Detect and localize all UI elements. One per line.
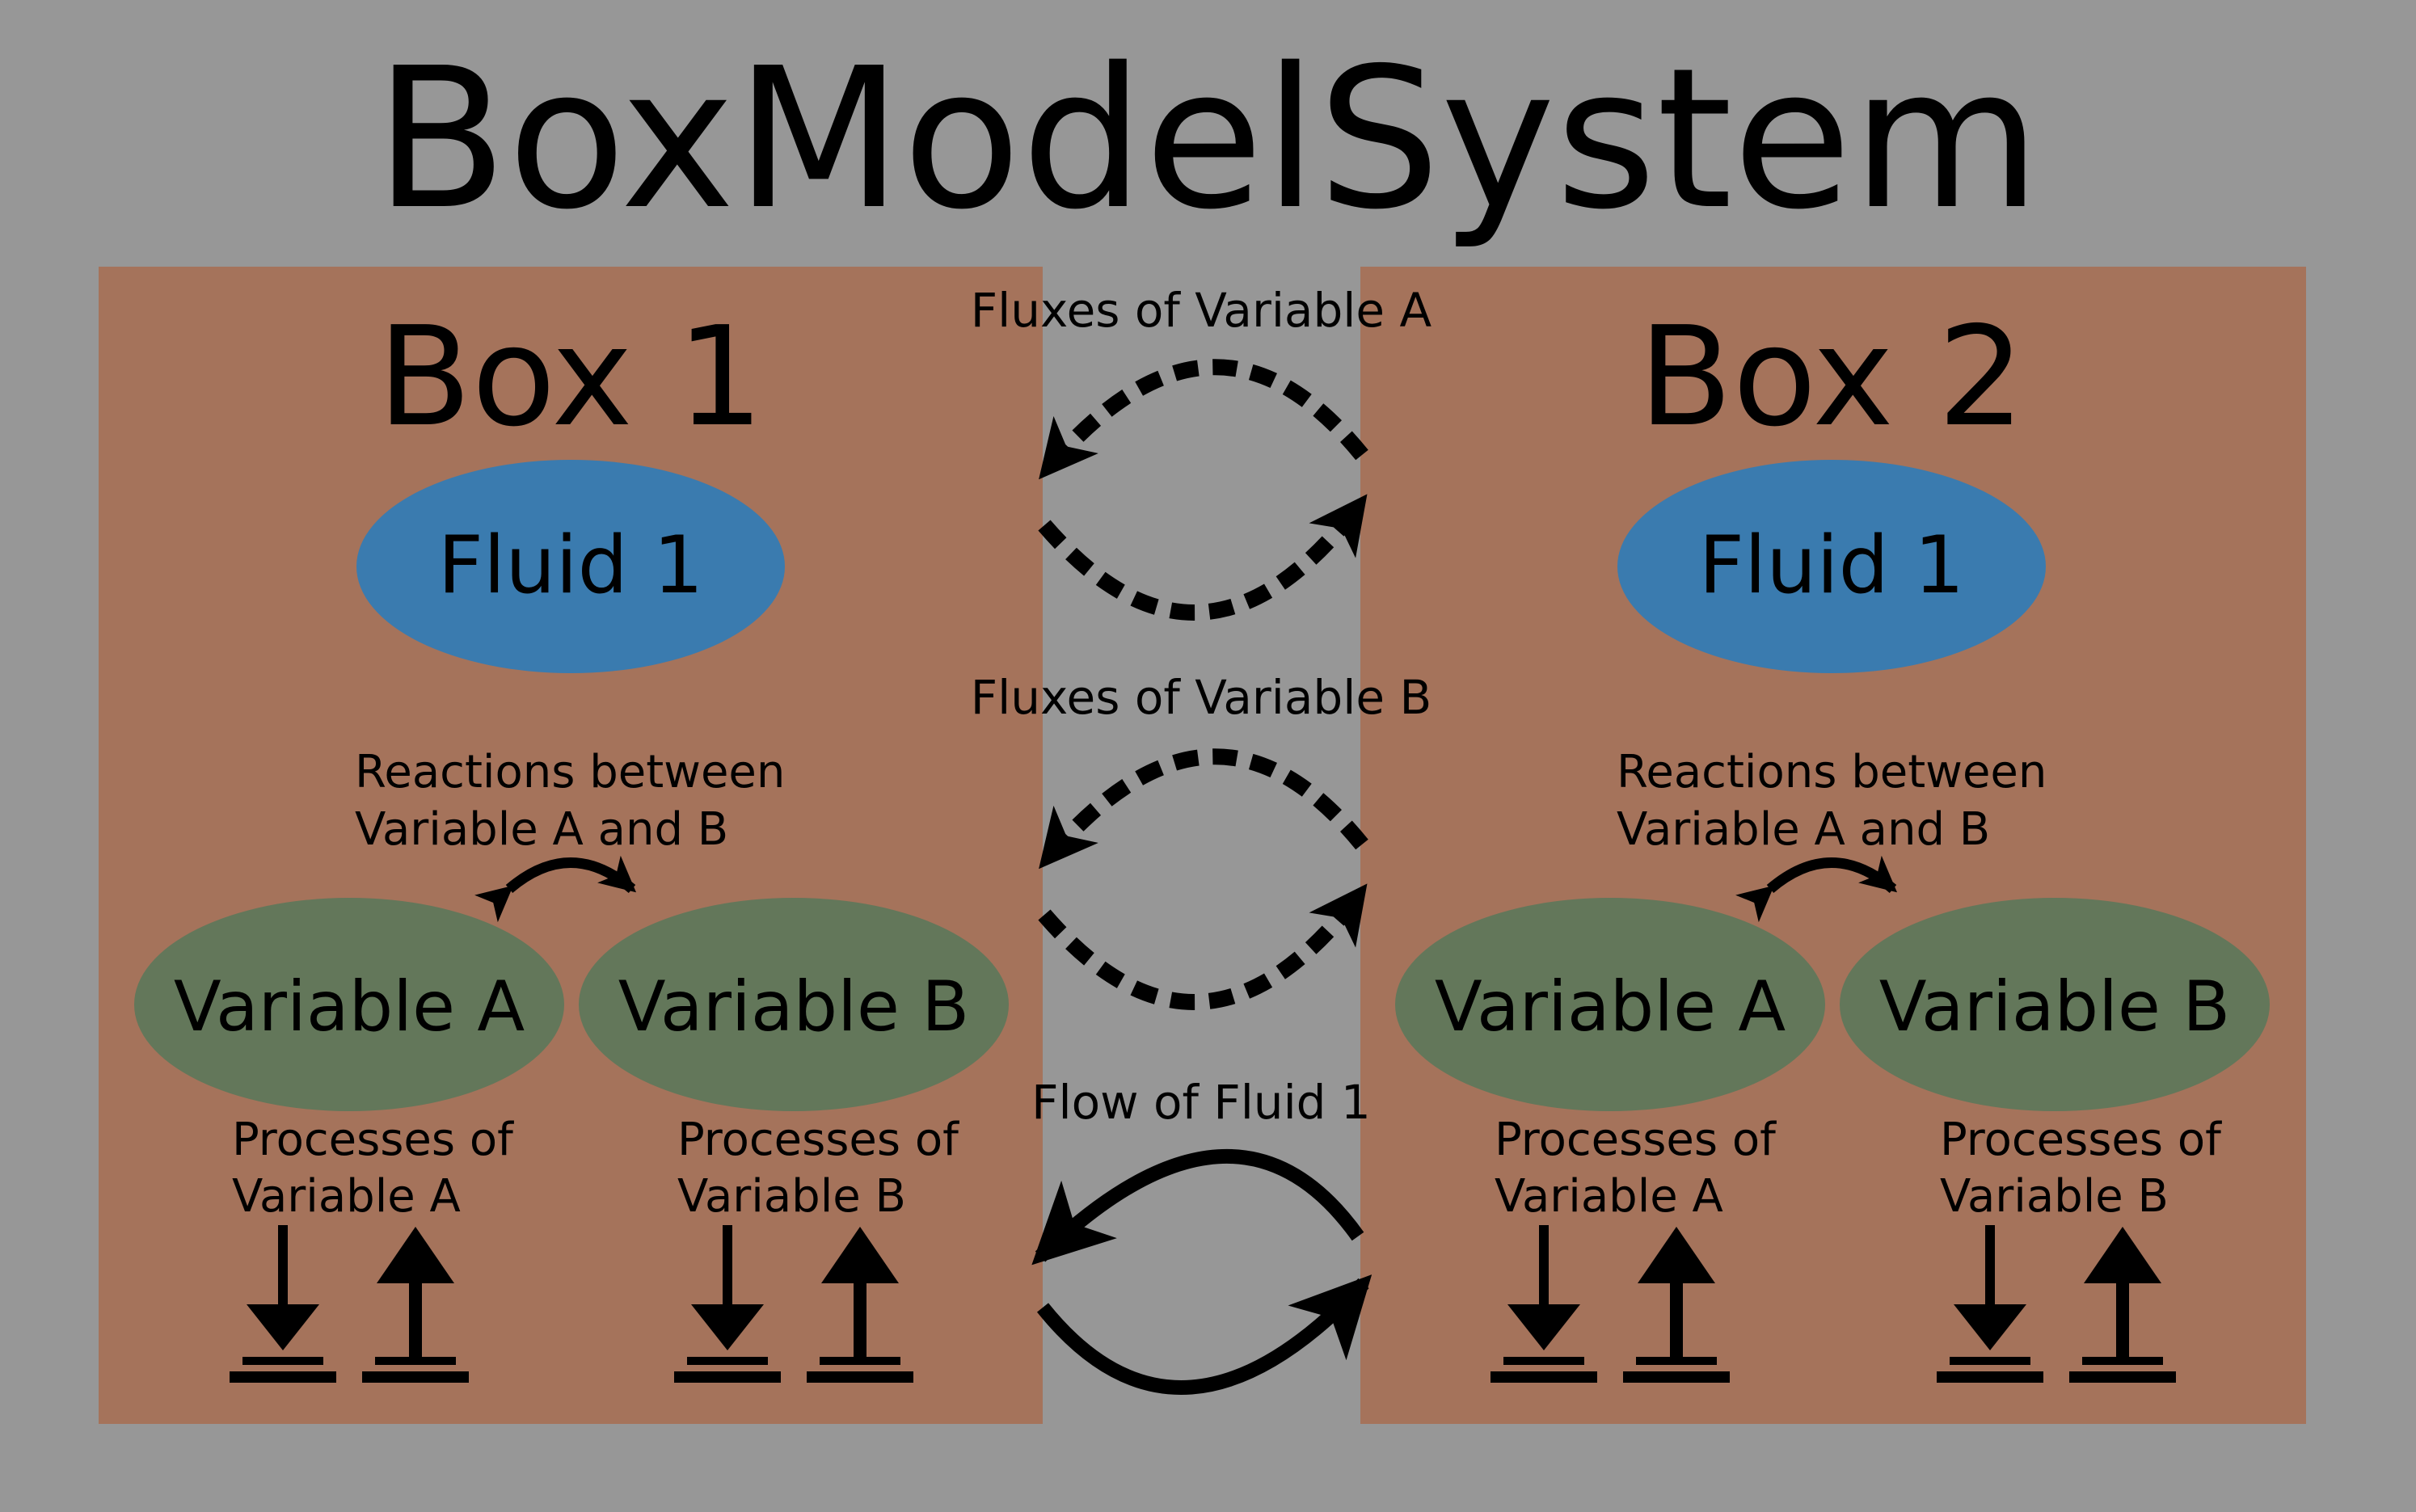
- box-1-process-b-line2: Variable B: [677, 1170, 906, 1223]
- box-1-reaction-arrow-icon: [474, 855, 637, 923]
- page-title: BoxModelSystem: [374, 26, 2041, 252]
- box-1-process-a-line1: Processes of: [232, 1114, 514, 1166]
- flow-arrow-to-box-2-icon: [1036, 1274, 1372, 1395]
- box-2-process-b-line1: Processes of: [1940, 1114, 2222, 1166]
- box-1-title: Box 1: [377, 297, 764, 457]
- box-1-variable-b-ellipse: [579, 898, 1009, 1111]
- box-2-process-a-line1: Processes of: [1495, 1114, 1777, 1166]
- box-2-reaction-label-line2: Variable A and B: [1617, 803, 1990, 856]
- flux-b-label: Fluxes of Variable B: [971, 670, 1432, 725]
- box-1-panel: [99, 267, 1043, 1424]
- box-1-variable-b-label: Variable B: [618, 967, 970, 1047]
- box-2-process-a-line2: Variable A: [1495, 1170, 1723, 1223]
- box-2-variable-a-label: Variable A: [1435, 967, 1786, 1047]
- box-2-title: Box 2: [1638, 297, 2025, 457]
- box-1-reaction-label-line2: Variable A and B: [355, 803, 728, 856]
- flux-b-arrow-to-box-1-icon: [1038, 748, 1368, 870]
- box-1-variable-a-label: Variable A: [174, 967, 525, 1047]
- box-2-reaction-label-line1: Reactions between: [1617, 746, 2047, 798]
- flux-a-arrow-to-box-1-icon: [1038, 359, 1368, 480]
- box-2-panel: [1360, 267, 2306, 1424]
- connections: Fluxes of Variable A Fluxes of Variable …: [971, 283, 1432, 1395]
- box-2-process-b-line2: Variable B: [1940, 1170, 2169, 1223]
- box-1: Box 1 Fluid 1 Reactions between Variable…: [99, 267, 1043, 1424]
- box-1-process-a-line2: Variable A: [232, 1170, 461, 1223]
- box-1-process-b-line1: Processes of: [677, 1114, 959, 1166]
- box-2-fluid-ellipse: [1617, 460, 2046, 673]
- box-1-reaction-label-line1: Reactions between: [355, 746, 785, 798]
- box-2-variable-a-ellipse: [1395, 898, 1825, 1111]
- box-2-fluid-label: Fluid 1: [1699, 520, 1965, 612]
- box-2-variable-b-ellipse: [1840, 898, 2270, 1111]
- box-1-variable-a-ellipse: [134, 898, 564, 1111]
- flux-b-arrow-to-box-2-icon: [1038, 883, 1368, 1010]
- flux-a-arrow-to-box-2-icon: [1038, 494, 1368, 621]
- box-1-fluid-label: Fluid 1: [438, 520, 704, 612]
- box-2-variable-b-label: Variable B: [1879, 967, 2231, 1047]
- box-2: Box 2 Fluid 1 Reactions between Variable…: [1360, 267, 2306, 1424]
- flux-a-label: Fluxes of Variable A: [971, 283, 1432, 338]
- box-2-reaction-arrow-icon: [1735, 855, 1898, 923]
- flow-label: Flow of Fluid 1: [1031, 1075, 1371, 1130]
- flow-arrow-to-box-1-icon: [1031, 1148, 1364, 1266]
- box-1-fluid-ellipse: [356, 460, 785, 673]
